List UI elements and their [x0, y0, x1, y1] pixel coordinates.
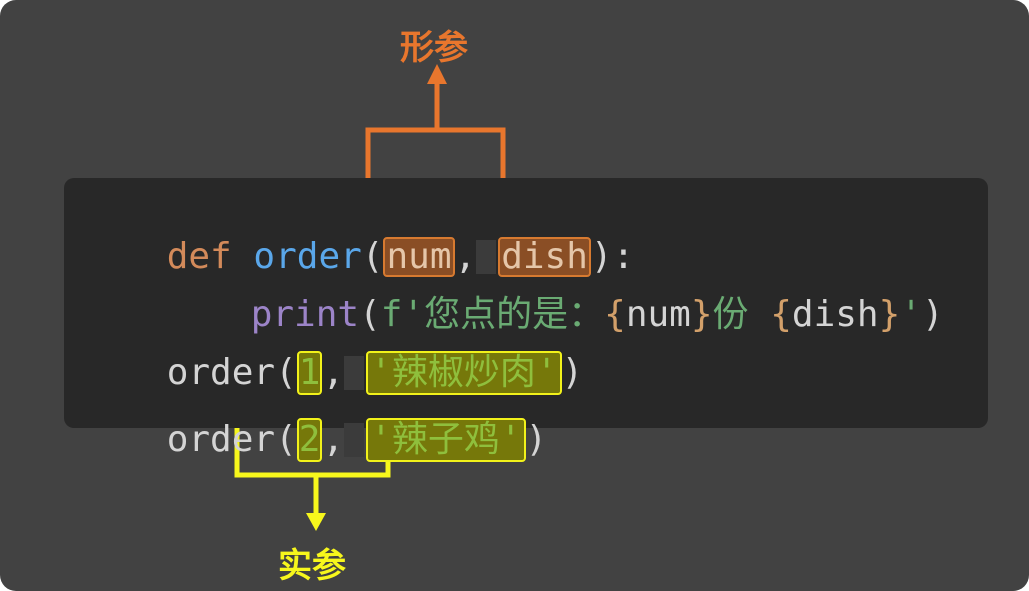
code-line-print: print(f'您点的是：{num}份 {dish}') — [164, 249, 944, 381]
whitespace-marker — [344, 356, 365, 390]
arg-1: 1 — [296, 351, 323, 395]
param-dish: dish — [498, 237, 591, 277]
arg-dish-1: '辣椒炒肉' — [366, 351, 562, 395]
formal-params-arrowhead — [427, 64, 447, 84]
fstring-var-dish: dish — [791, 294, 879, 335]
fstring-start: f'您点的是： — [380, 294, 605, 335]
call-function-name: order — [166, 352, 276, 393]
paren-open: ( — [275, 352, 297, 393]
brace-open: { — [770, 294, 792, 335]
keyword-def: def — [166, 236, 232, 277]
paren-close: ) — [525, 419, 548, 460]
fstring-middle: 份 — [712, 294, 771, 335]
whitespace-marker — [344, 423, 365, 457]
actual-args-arrowhead — [306, 513, 326, 531]
actual-args-label: 实参 — [278, 546, 346, 586]
paren-open: ( — [361, 236, 384, 277]
code-line-call-1: order(1, '辣椒炒肉') — [80, 307, 583, 439]
paren-close: ): — [590, 236, 635, 277]
comma: , — [322, 352, 345, 393]
comma: , — [322, 419, 345, 460]
param-num: num — [383, 237, 455, 277]
brace-close: } — [878, 294, 901, 335]
comma: , — [454, 236, 477, 277]
paren-open: ( — [359, 294, 381, 335]
arg-2: 2 — [296, 418, 323, 462]
paren-open: ( — [275, 419, 297, 460]
call-function-name: order — [166, 419, 276, 460]
builtin-print: print — [250, 294, 360, 335]
paren-close: ) — [921, 294, 944, 335]
arg-dish-2: '辣子鸡' — [366, 418, 526, 462]
brace-open: { — [604, 294, 626, 335]
brace-close: } — [690, 294, 713, 335]
code-line-call-2: order(2, '辣子鸡') — [80, 374, 547, 506]
formal-params-label: 形参 — [400, 28, 468, 68]
fstring-var-num: num — [625, 294, 691, 335]
code-line-def: def order(num, dish): — [80, 191, 634, 323]
paren-close: ) — [561, 352, 584, 393]
fstring-end: ' — [900, 294, 922, 335]
whitespace-marker — [476, 240, 497, 274]
function-name: order — [253, 236, 362, 277]
